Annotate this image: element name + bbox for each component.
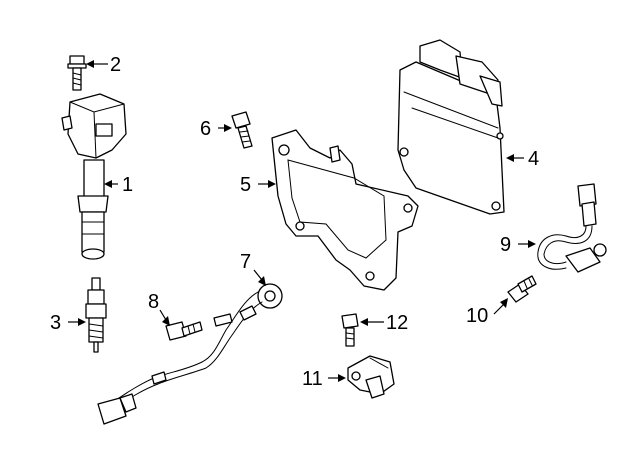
part-4-ecu [397, 39, 505, 215]
leader-lines [68, 60, 536, 382]
part-1-ignition-coil [61, 93, 127, 260]
part-6-bolt [231, 111, 253, 149]
callout-2: 2 [110, 54, 121, 76]
callout-6: 6 [200, 118, 211, 140]
callout-3: 3 [50, 312, 61, 334]
part-8-bolt [165, 321, 203, 341]
callout-5: 5 [240, 174, 251, 196]
part-9-sensor [537, 183, 607, 273]
part-11-sensor [347, 355, 395, 399]
part-5-bracket [271, 129, 419, 291]
callout-1: 1 [122, 174, 133, 196]
part-10-bolt [507, 275, 537, 303]
callout-12: 12 [386, 312, 408, 334]
part-2-bolt [67, 55, 87, 91]
callout-7: 7 [240, 251, 251, 273]
callout-4: 4 [528, 148, 539, 170]
part-12-bolt [341, 313, 359, 347]
callout-8: 8 [148, 291, 159, 313]
callout-9: 9 [500, 234, 511, 256]
callout-10: 10 [466, 305, 488, 327]
part-3-spark-plug [85, 277, 107, 353]
callout-11: 11 [302, 368, 323, 390]
part-7-knock-sensor [97, 283, 283, 425]
